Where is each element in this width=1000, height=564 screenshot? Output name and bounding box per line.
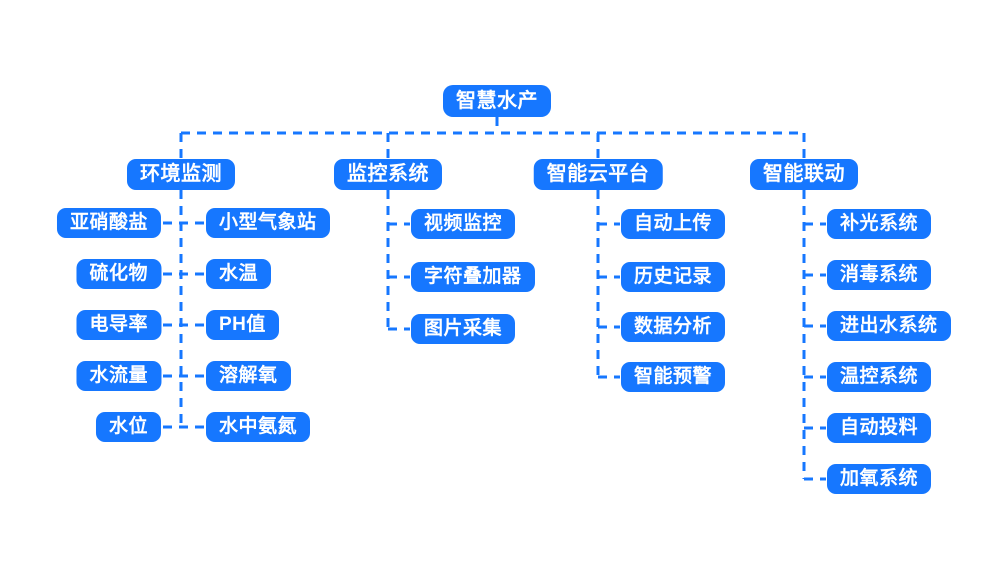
node-leaf-character-overlay[interactable]: 字符叠加器 (411, 262, 535, 292)
node-leaf-ammonia-nitrogen[interactable]: 水中氨氮 (206, 412, 311, 442)
node-leaf-conductivity[interactable]: 电导率 (76, 310, 161, 340)
node-leaf-ph-value[interactable]: PH值 (206, 310, 279, 340)
node-leaf-temperature-control-system[interactable]: 温控系统 (827, 362, 932, 392)
node-leaf-weather-station[interactable]: 小型气象站 (206, 208, 330, 238)
node-leaf-nitrite[interactable]: 亚硝酸盐 (56, 208, 161, 238)
node-leaf-water-temperature[interactable]: 水温 (206, 259, 272, 289)
node-leaf-sulfide[interactable]: 硫化物 (76, 259, 161, 289)
node-leaf-smart-alert[interactable]: 智能预警 (621, 362, 726, 392)
node-leaf-auto-upload[interactable]: 自动上传 (621, 209, 726, 239)
node-leaf-video-surveillance[interactable]: 视频监控 (411, 209, 516, 239)
node-leaf-oxygenation-system[interactable]: 加氧系统 (827, 464, 932, 494)
node-branch-monitoring-system[interactable]: 监控系统 (334, 159, 442, 190)
node-root[interactable]: 智慧水产 (443, 85, 551, 117)
node-leaf-data-analysis[interactable]: 数据分析 (621, 312, 726, 342)
node-leaf-history-record[interactable]: 历史记录 (621, 262, 726, 292)
node-branch-smart-linkage[interactable]: 智能联动 (750, 159, 858, 190)
node-leaf-image-capture[interactable]: 图片采集 (411, 314, 516, 344)
node-leaf-water-level[interactable]: 水位 (95, 412, 161, 442)
node-leaf-disinfection-system[interactable]: 消毒系统 (827, 260, 932, 290)
node-leaf-fill-light-system[interactable]: 补光系统 (827, 209, 932, 239)
node-leaf-dissolved-oxygen[interactable]: 溶解氧 (206, 361, 291, 391)
node-branch-smart-cloud-platform[interactable]: 智能云平台 (533, 159, 663, 190)
node-leaf-water-inlet-outlet-system[interactable]: 进出水系统 (827, 311, 951, 341)
node-leaf-water-flow[interactable]: 水流量 (76, 361, 161, 391)
node-leaf-auto-feeding[interactable]: 自动投料 (827, 413, 932, 443)
node-branch-environment-monitoring[interactable]: 环境监测 (127, 159, 235, 190)
